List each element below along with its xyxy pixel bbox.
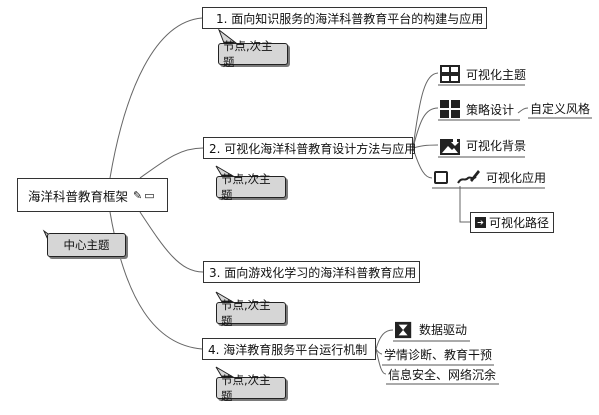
viz-background-node[interactable]: 可视化背景 <box>438 134 528 157</box>
viz-application-label: 可视化应用 <box>486 170 547 185</box>
pen-signature-icon <box>457 170 480 184</box>
viz-path-label: 可视化路径 <box>489 216 550 230</box>
diagnosis-label: 学情诊断、教育干预 <box>384 348 493 362</box>
link-b2-c4 <box>412 147 433 179</box>
link-b2-c1 <box>412 72 439 149</box>
link-b2-c2 <box>412 107 439 149</box>
branch-topic-1-label: 1. 面向知识服务的海洋科普教育平台的构建与应用 <box>216 11 484 26</box>
note-icon: ▭ <box>144 188 155 202</box>
branch-topic-4[interactable]: 4. 海洋教育服务平台运行机制 <box>202 338 376 360</box>
callout-branch-3-label: 节点,次主题 <box>221 298 271 328</box>
viz-path-node[interactable]: ➔ 可视化路径 <box>470 212 555 233</box>
callout-branch-3: 节点,次主题 <box>216 298 286 328</box>
layout-blocks-icon <box>440 100 460 118</box>
chat-bubble-icon <box>434 170 448 184</box>
diagnosis-node[interactable]: 学情诊断、教育干预 <box>382 344 494 365</box>
link-b4-o3 <box>375 348 387 375</box>
viz-topic-label: 可视化主题 <box>466 67 527 82</box>
callout-central: 中心主题 <box>47 233 126 257</box>
link-icon: ✎ <box>133 188 143 202</box>
branch-topic-1[interactable]: 1. 面向知识服务的海洋科普教育平台的构建与应用 <box>202 7 487 29</box>
data-driven-node[interactable]: 数据驱动 <box>393 318 469 341</box>
custom-style-label: 自定义风格 <box>530 101 591 116</box>
custom-style-node[interactable]: 自定义风格 <box>528 98 592 118</box>
callout-branch-1: 节点,次主题 <box>218 39 288 69</box>
branch-topic-3[interactable]: 3. 面向游戏化学习的海洋科普教育应用 <box>203 261 420 283</box>
link-central-b3 <box>139 211 204 273</box>
strategy-label: 策略设计 <box>466 102 515 117</box>
central-topic[interactable]: 海洋科普教育框架 ✎ ▭ <box>17 178 168 212</box>
link-b2-c3 <box>412 144 439 149</box>
callout-branch-4-label: 节点,次主题 <box>221 373 271 403</box>
callout-branch-4: 节点,次主题 <box>216 373 286 403</box>
link-app-path <box>459 186 470 223</box>
callout-branch-1-label: 节点,次主题 <box>223 39 273 69</box>
callout-branch-2: 节点,次主题 <box>216 172 286 202</box>
image-download-icon <box>440 136 460 155</box>
arrow-right-box-icon: ➔ <box>475 217 486 228</box>
link-strategy-custom <box>517 107 529 114</box>
branch-topic-2[interactable]: 2. 可视化海洋科普教育设计方法与应用 <box>203 137 417 159</box>
link-central-b1 <box>109 17 203 179</box>
branch-topic-2-label: 2. 可视化海洋科普教育设计方法与应用 <box>209 141 417 156</box>
branch-topic-3-label: 3. 面向游戏化学习的海洋科普教育应用 <box>209 265 417 280</box>
link-central-b2 <box>139 147 204 179</box>
callout-central-label: 中心主题 <box>63 238 110 252</box>
data-driven-label: 数据驱动 <box>419 323 468 337</box>
callout-branch-2-label: 节点,次主题 <box>221 172 271 202</box>
security-label: 信息安全、网络沉余 <box>388 367 497 382</box>
strategy-node[interactable]: 策略设计 <box>438 98 516 120</box>
viz-application-node[interactable]: 可视化应用 <box>432 166 548 188</box>
viz-topic-node[interactable]: 可视化主题 <box>438 63 528 85</box>
viz-background-label: 可视化背景 <box>466 139 527 153</box>
branch-topic-4-label: 4. 海洋教育服务平台运行机制 <box>208 342 368 357</box>
grid-layout-icon <box>440 65 460 83</box>
link-b4-o1 <box>375 329 394 350</box>
security-node[interactable]: 信息安全、网络沉余 <box>386 364 498 384</box>
central-topic-label: 海洋科普教育框架 <box>28 188 129 204</box>
hourglass-box-icon <box>395 321 412 338</box>
